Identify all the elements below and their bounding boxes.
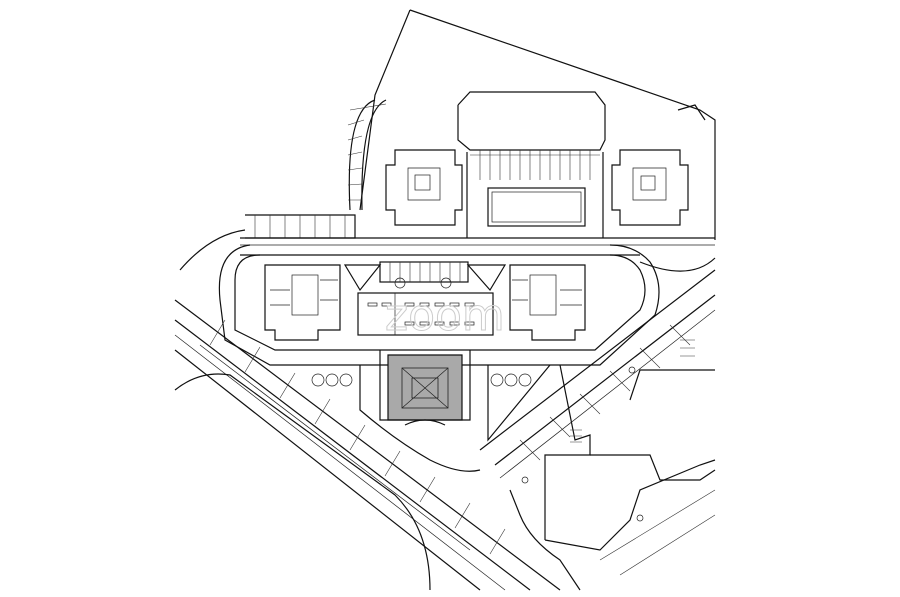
west-diagonal-road bbox=[174, 299, 561, 591]
property-boundary bbox=[359, 9, 716, 240]
main-building bbox=[379, 350, 471, 426]
podium-east-building bbox=[509, 264, 586, 341]
tower-northwest bbox=[385, 149, 463, 226]
promenade bbox=[240, 214, 715, 256]
watermark: zoom bbox=[385, 290, 505, 341]
east-diagonal-road bbox=[479, 269, 716, 591]
north-parking bbox=[347, 91, 606, 238]
central-pavilion bbox=[343, 261, 507, 336]
podium-west-building bbox=[264, 264, 341, 341]
podium-road bbox=[179, 229, 716, 366]
tower-northeast bbox=[611, 149, 689, 226]
south-drive bbox=[359, 364, 551, 472]
trees bbox=[311, 373, 532, 387]
